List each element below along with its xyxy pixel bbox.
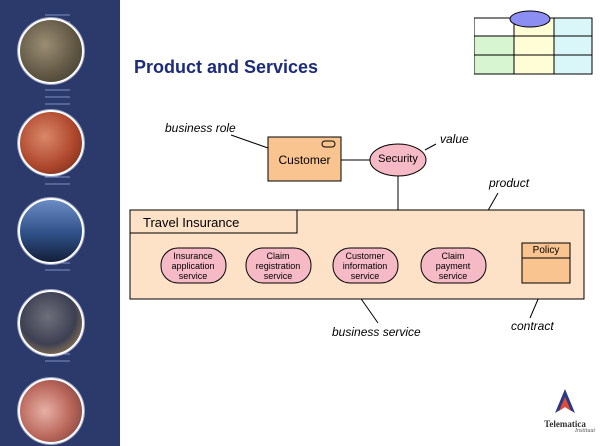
telematica-logo-icon [555,389,575,413]
photo-circle-5 [18,378,84,444]
telematica-logo: Telematica Instituut [535,385,595,435]
label-product: product [489,176,530,190]
service-pill-1 [160,247,227,284]
policy-contract-box [521,242,571,284]
photo-circle-1 [18,18,84,84]
photo-circle-2 [18,110,84,176]
policy-label: Policy [532,245,560,256]
logo-subtitle: Instituut [574,428,595,434]
security-value-ellipse [369,143,427,177]
product-name-label: Travel Insurance [143,215,240,230]
service-pill-2 [245,247,312,284]
label-business-role: business role [165,121,236,135]
logo-name: Telematica [544,419,586,429]
service-pill-4 [420,247,487,284]
label-business-service: business service [332,325,421,339]
role-icon [321,140,336,148]
label-value: value [440,132,469,146]
label-contract: contract [511,319,554,333]
photo-circle-3 [18,198,84,264]
business-role-pointer [230,134,269,149]
product-name-tab [129,209,298,234]
framework-grid-icon [474,10,593,75]
page-title: Product and Services [134,57,319,77]
value-pointer [424,143,437,151]
security-label: Security [378,153,418,165]
service-pill-3 [332,247,399,284]
customer-label: Customer [278,153,331,167]
photo-circle-4 [18,290,84,356]
